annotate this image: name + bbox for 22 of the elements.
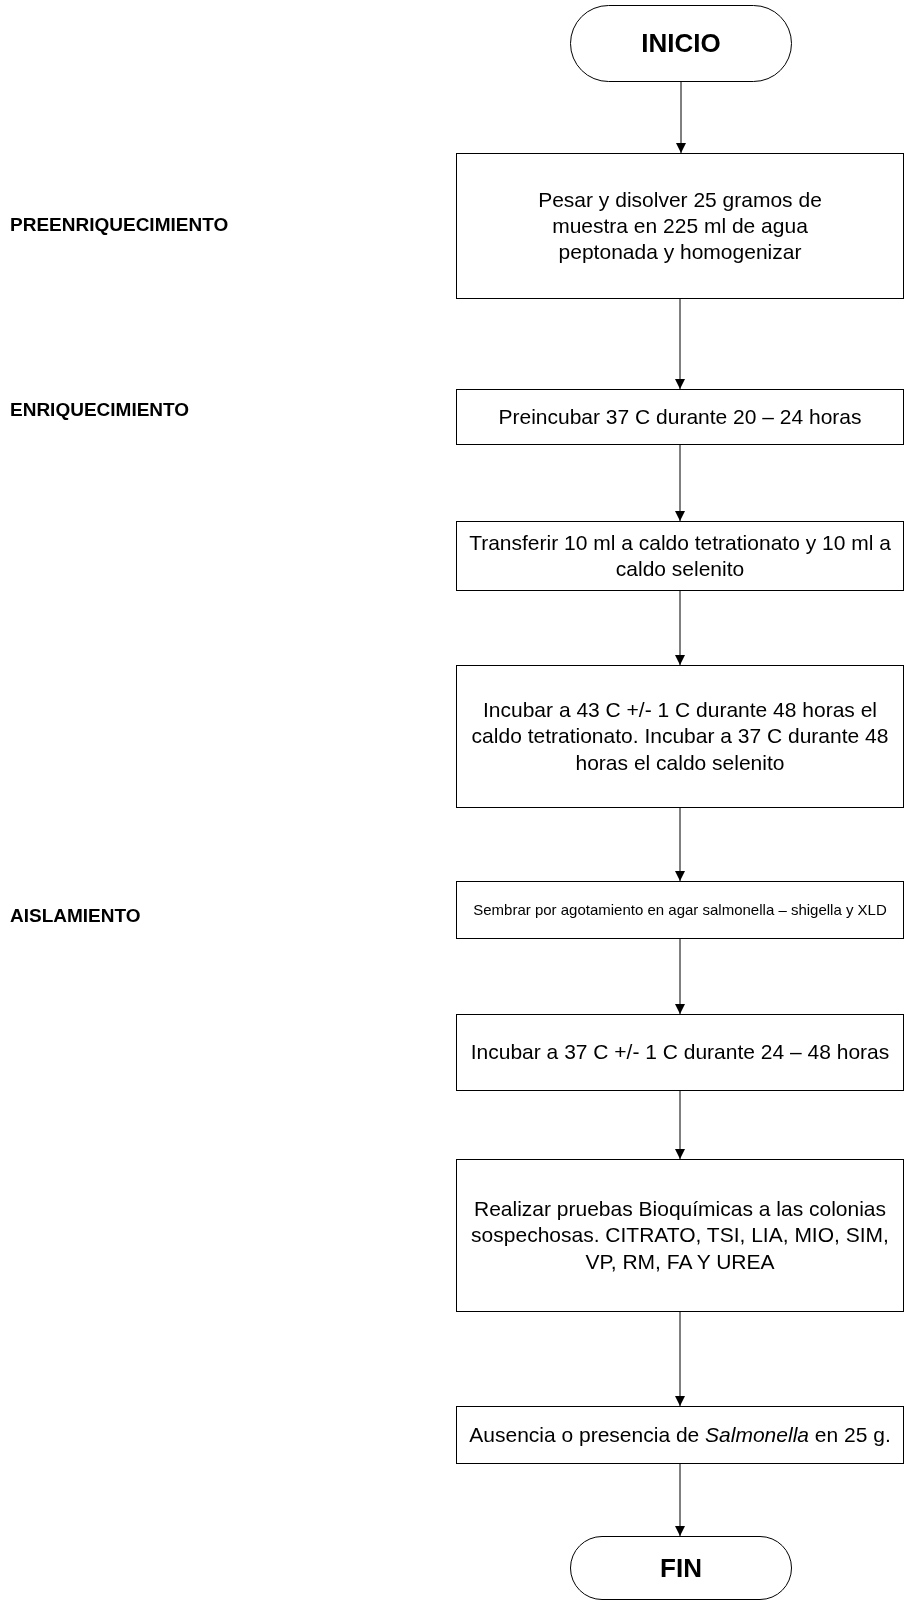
process-box: Preincubar 37 C durante 20 – 24 horas [456, 389, 904, 445]
process-box: Incubar a 37 C +/- 1 C durante 24 – 48 horas [456, 1014, 904, 1091]
process-box: Sembrar por agotamiento en agar salmonella – shigella y XLD [456, 881, 904, 939]
arrow [675, 807, 685, 882]
section-label: AISLAMIENTO [10, 905, 141, 927]
terminal-shape: FIN [570, 1536, 792, 1600]
section-label: PREENRIQUECIMIENTO [10, 214, 229, 236]
arrow [675, 590, 685, 666]
terminal-shape: INICIO [570, 5, 792, 82]
arrow [675, 444, 685, 522]
arrow [676, 81, 686, 154]
process-box: Ausencia o presencia de Salmonella en 25 g. [456, 1406, 904, 1464]
process-box: Pesar y disolver 25 gramos de muestra en 225 ml de agua peptonada y homogenizar [456, 153, 904, 299]
process-box: Realizar pruebas Bioquímicas a las colonias sospechosas. CITRATO, TSI, LIA, MIO, SIM, VP, RM, FA Y UREA [456, 1159, 904, 1312]
process-box: Incubar a 43 C +/- 1 C durante 48 horas el caldo tetrationato. Incubar a 37 C durante 48 horas el caldo selenito [456, 665, 904, 808]
section-label: ENRIQUECIMIENTO [10, 399, 190, 421]
process-box: Transferir 10 ml a caldo tetrationato y 10 ml a caldo selenito [456, 521, 904, 591]
arrow [675, 1311, 685, 1407]
arrow [675, 298, 685, 390]
arrow [675, 938, 685, 1015]
arrow [675, 1463, 685, 1537]
arrow [675, 1090, 685, 1160]
